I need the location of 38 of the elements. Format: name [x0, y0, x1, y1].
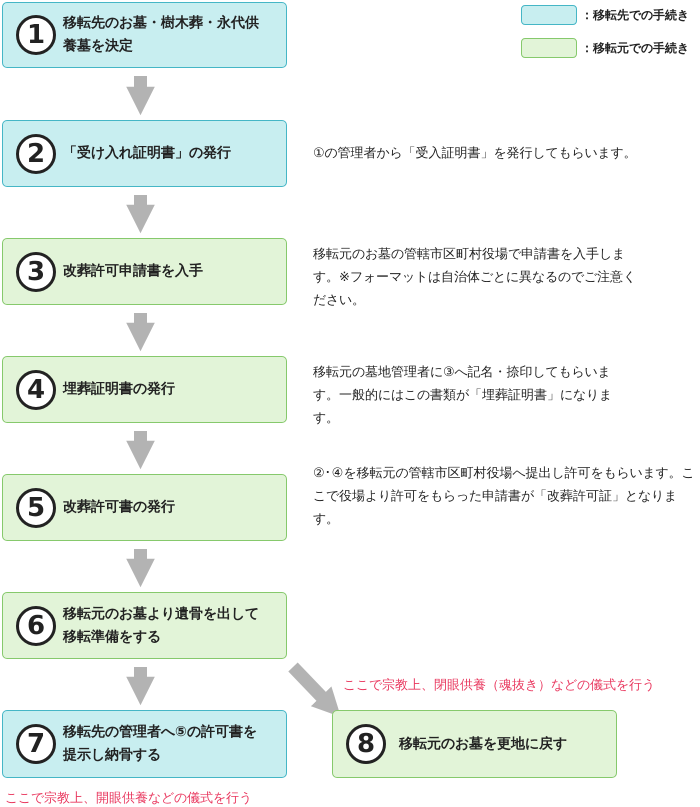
- flow-arrow: [126, 76, 155, 116]
- step-title: 埋葬証明書の発行: [63, 380, 176, 399]
- flow-arrow: [126, 195, 155, 234]
- step-box: [2, 710, 287, 778]
- ritual-note: ここで宗教上、開眼供養などの儀式を行う: [5, 789, 252, 807]
- legend-label: ：移転先での手続き: [581, 6, 689, 24]
- flow-arrow: [126, 549, 155, 588]
- step-number: 5: [16, 488, 56, 528]
- step-title: 移転元のお墓を更地に戻す: [399, 734, 568, 754]
- step-description: 移転元の墓地管理者に③へ記名・捺印してもらいます。一般的にはこの書類が「埋葬証明書」になります。: [313, 364, 613, 428]
- step-box: [2, 592, 287, 659]
- step-number: 8: [346, 724, 386, 764]
- step-title: 改葬許可申請書を入手: [63, 262, 204, 281]
- step-description: ①の管理者から「受入証明書」を発行してもらいます。: [313, 145, 638, 163]
- step-box: [2, 2, 287, 68]
- step-title: 「受け入れ証明書」の発行: [63, 144, 232, 163]
- flow-arrow: [126, 313, 155, 352]
- flow-arrow: [126, 431, 155, 470]
- step-box: [2, 238, 287, 305]
- edge-label: ここで宗教上、閉眼供養（魂抜き）などの儀式を行う: [343, 676, 655, 694]
- step-title: 移転先のお墓・樹木葬・永代供養墓を決定: [63, 14, 260, 56]
- step-number: 1: [16, 15, 56, 55]
- step-box: [2, 356, 287, 423]
- step-number: 6: [16, 606, 56, 646]
- step-box: [332, 710, 617, 778]
- step-title: 改葬許可書の発行: [63, 498, 176, 517]
- flow-arrow: [126, 667, 155, 706]
- step-title: 移転先の管理者へ⑤の許可書を提示し納骨する: [63, 723, 258, 765]
- step-description: 移転元のお墓の管轄市区町村役場で申請書を入手します。※フォーマットは自治体ごとに異なるのでご注意ください。: [313, 246, 637, 310]
- step-box: [2, 120, 287, 187]
- step-title: 移転元のお墓より遺骨を出して移転準備をする: [63, 604, 260, 646]
- step-description: ②･④を移転元の管轄市区町村役場へ提出し許可をもらいます。ここで役場より許可をもらった申請書が「改葬許可証」となります。: [313, 465, 696, 529]
- step-number: 3: [16, 252, 56, 292]
- step-number: 7: [16, 724, 56, 764]
- step-number: 4: [16, 370, 56, 410]
- step-number: 2: [16, 134, 56, 174]
- step-box: [2, 474, 287, 541]
- legend-label: ：移転元での手続き: [581, 40, 689, 56]
